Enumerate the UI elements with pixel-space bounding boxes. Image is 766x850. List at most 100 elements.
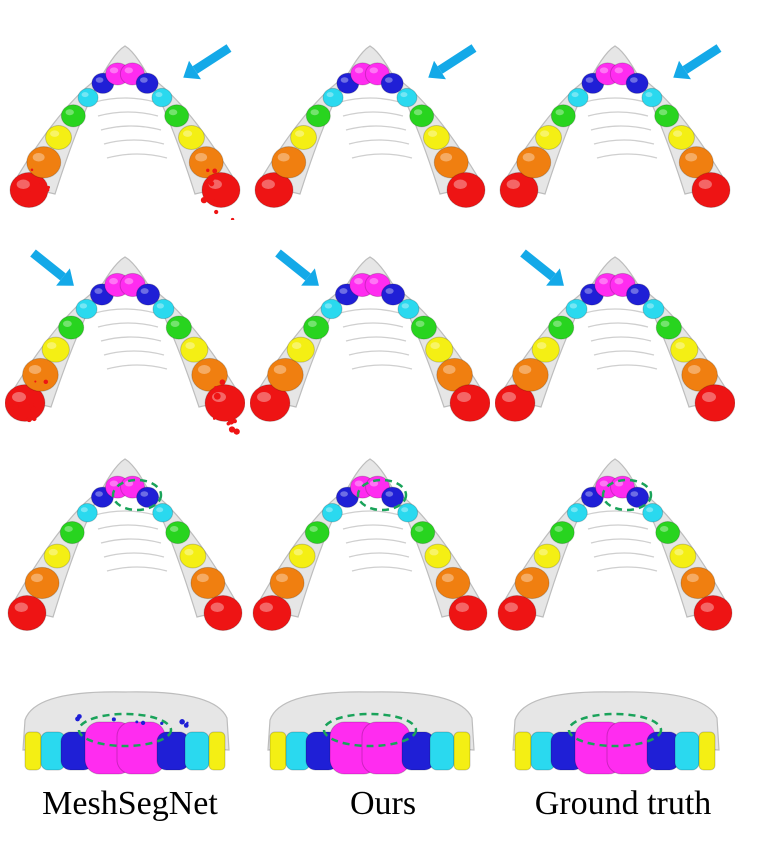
tooth-premolar1 (550, 521, 574, 543)
tooth-highlight (141, 288, 149, 294)
tooth-highlight (554, 526, 562, 532)
tooth-molar2 (450, 385, 490, 422)
tooth-molar1 (436, 567, 470, 598)
tooth-highlight (170, 526, 178, 532)
tooth-highlight (505, 603, 518, 613)
tooth-highlight (169, 109, 177, 115)
tooth-highlight (415, 526, 423, 532)
tooth-premolar2 (42, 337, 69, 362)
segmentation-noise (214, 407, 219, 412)
segmentation-noise (16, 196, 22, 202)
segmentation-noise (30, 182, 33, 185)
tooth-highlight (454, 180, 467, 190)
palate-ridge (346, 337, 406, 341)
tooth-canine (77, 504, 97, 522)
tooth-premolar1 (656, 521, 680, 543)
palate-ridge (343, 112, 403, 116)
tooth-highlight (539, 549, 548, 556)
tooth-highlight (355, 481, 363, 487)
tooth-lateral (157, 732, 189, 770)
palate-ridge (588, 323, 648, 327)
tooth-premolar2 (291, 126, 317, 150)
tooth-highlight (586, 77, 594, 83)
tooth-premolar1 (411, 316, 436, 339)
tooth-highlight (274, 365, 286, 374)
tooth-highlight (553, 321, 562, 327)
segmentation-noise (212, 198, 214, 200)
tooth-highlight (507, 180, 520, 190)
tooth-canine (397, 88, 417, 106)
tooth-premolar2 (423, 126, 449, 150)
tooth-premolar1 (655, 105, 679, 127)
palate-ridge (591, 337, 651, 341)
palate-ridge (585, 309, 645, 313)
tooth-highlight (630, 491, 638, 497)
tooth-molar2 (205, 385, 245, 422)
tooth-highlight (442, 574, 454, 583)
tooth-premolar1 (551, 105, 575, 127)
tooth-premolar2 (425, 544, 451, 568)
tooth-highlight (502, 392, 516, 402)
tooth-highlight (456, 603, 469, 613)
tooth-highlight (80, 303, 87, 308)
tooth-highlight (197, 574, 209, 583)
palate-ridge (594, 351, 654, 355)
tooth-premolar2 (209, 732, 225, 770)
tooth-highlight (701, 603, 714, 613)
palate-ridge (98, 112, 158, 116)
highlight-arrow-icon (523, 253, 564, 286)
palate-ridge (98, 323, 158, 327)
tooth-highlight (430, 342, 440, 349)
segmentation-noise (229, 426, 235, 432)
highlight-arrow-icon (278, 253, 319, 286)
tooth-premolar2 (178, 126, 204, 150)
tooth-highlight (171, 321, 180, 327)
palate-ridge (101, 539, 161, 543)
segmentation-noise (220, 404, 226, 410)
palate-ridge (597, 365, 657, 369)
tooth-molar1 (513, 358, 549, 391)
highlight-arrow-icon (428, 48, 474, 79)
tooth-highlight (400, 92, 407, 97)
palate-ridge (349, 140, 409, 144)
tooth-highlight (370, 67, 378, 73)
tooth-molar2 (8, 596, 46, 631)
tooth-highlight (615, 278, 624, 284)
tooth-highlight (96, 77, 104, 83)
tooth-highlight (155, 92, 162, 97)
tooth-highlight (540, 130, 549, 137)
palate-ridge (340, 98, 400, 102)
tooth-premolar1 (656, 316, 681, 339)
tooth-premolar2 (670, 544, 696, 568)
label-ours: Ours (258, 780, 508, 828)
segmentation-noise (33, 403, 36, 406)
tooth-highlight (262, 180, 275, 190)
tooth-highlight (309, 526, 317, 532)
tooth-highlight (687, 574, 699, 583)
tooth-highlight (355, 67, 363, 73)
tooth-highlight (416, 321, 425, 327)
tooth-premolar1 (59, 316, 84, 339)
palate-ridge (107, 154, 167, 158)
tooth-canine (322, 504, 342, 522)
tooth-highlight (571, 507, 578, 512)
panel-r1-ours (250, 30, 490, 220)
highlight-arrow-icon (673, 48, 719, 79)
tooth-canine (643, 504, 663, 522)
tooth-highlight (157, 303, 164, 308)
tooth-premolar2 (180, 544, 206, 568)
palate-ridge (95, 98, 155, 102)
tooth-molar2 (202, 173, 240, 208)
tooth-highlight (370, 278, 379, 284)
segmentation-noise (32, 417, 36, 421)
segmentation-noise (214, 386, 218, 390)
tooth-highlight (519, 365, 531, 374)
segmentation-noise (209, 181, 214, 186)
tooth-lateral (647, 732, 679, 770)
tooth-premolar2 (270, 732, 286, 770)
panel-r4-ground-truth (495, 680, 735, 790)
panel-r2-ground-truth (495, 245, 735, 435)
tooth-highlight (659, 109, 667, 115)
tooth-premolar1 (305, 521, 329, 543)
panel-r3-ours (250, 455, 490, 645)
